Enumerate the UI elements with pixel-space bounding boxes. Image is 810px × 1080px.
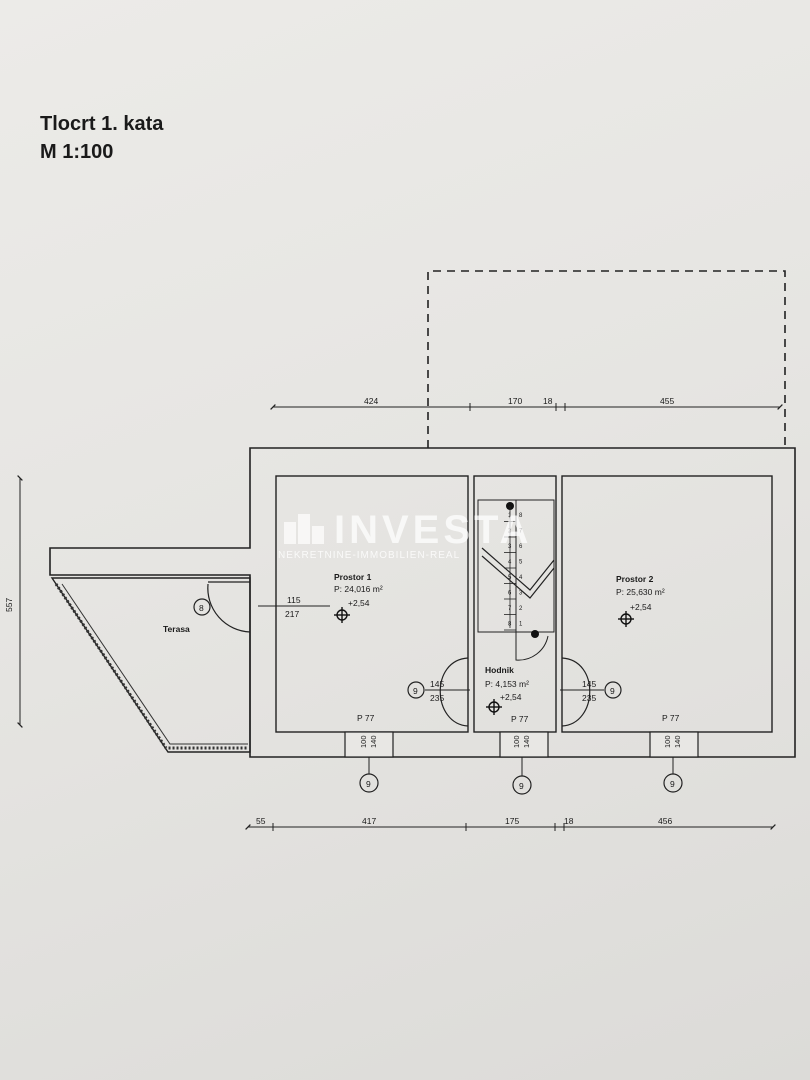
window-2-label: P 77 <box>511 714 529 724</box>
room-level-prostor-2: +2,54 <box>630 602 652 612</box>
door-left-tag: 9 <box>413 686 418 696</box>
outer-wall <box>49 447 796 758</box>
room-area-prostor-1: P: 24,016 m² <box>334 584 383 594</box>
stair-step-number: 7 <box>519 529 523 535</box>
dim-top-3: 18 <box>543 396 553 406</box>
room-name-prostor-1: Prostor 1 <box>334 572 372 582</box>
room-level-hodnik: +2,54 <box>500 692 522 702</box>
watermark-name: INVESTA <box>334 508 533 552</box>
terrace-railing-inner <box>61 583 248 745</box>
tag-circle-door-terasa <box>193 598 211 616</box>
dim-bottom-5: 456 <box>658 816 672 826</box>
dim-top-4: 455 <box>660 396 674 406</box>
level-marker-prostor-1 <box>334 607 350 623</box>
window-2-tag: 9 <box>519 781 524 791</box>
stair-step-number: 6 <box>519 544 523 550</box>
door-left-width: 145 <box>430 679 444 689</box>
room-name-hodnik: Hodnik <box>485 665 514 675</box>
door-right-height: 235 <box>582 693 596 703</box>
room-name-terasa: Terasa <box>163 624 190 634</box>
door-terasa-tag: 8 <box>199 603 204 613</box>
dim-bottom-2: 417 <box>362 816 376 826</box>
window-1-tag: 9 <box>366 779 371 789</box>
level-marker-prostor-2 <box>618 611 634 627</box>
door-terasa-swing <box>207 583 251 633</box>
drawing-title: Tlocrt 1. kata <box>40 113 164 135</box>
terrace-railing <box>54 583 248 750</box>
hodnik-left-door <box>439 657 469 727</box>
room-level-prostor-1: +2,54 <box>348 598 370 608</box>
window-1-label: P 77 <box>357 713 375 723</box>
window-2-width: 100 <box>512 735 521 748</box>
watermark-subtitle: NEKRETNINE-IMMOBILIEN-REAL <box>278 550 461 561</box>
stair-step-number: 2 <box>519 606 523 612</box>
dim-left: 557 <box>4 598 14 612</box>
door-terasa-width: 115 <box>287 595 301 605</box>
window-3-tag: 9 <box>670 779 675 789</box>
door-left-height: 235 <box>430 693 444 703</box>
drawing-scale: M 1:100 <box>40 141 114 163</box>
window-openings <box>344 731 699 758</box>
dim-bottom-1: 55 <box>256 816 266 826</box>
stair-step-number: 8 <box>519 513 523 519</box>
terrace-outline <box>50 577 251 753</box>
door-right-tag: 9 <box>610 686 615 696</box>
door-terasa-height: 217 <box>285 609 299 619</box>
hodnik-right-door <box>561 657 591 727</box>
level-marker-hodnik <box>486 699 502 715</box>
stair-step-number: 5 <box>519 560 523 566</box>
window-2-height: 140 <box>522 735 531 748</box>
window-3-height: 140 <box>673 735 682 748</box>
window-3-width: 100 <box>663 735 672 748</box>
door-right-width: 145 <box>582 679 596 689</box>
dim-bottom-3: 175 <box>505 816 519 826</box>
window-3-label: P 77 <box>662 713 680 723</box>
room-area-prostor-2: P: 25,630 m² <box>616 587 665 597</box>
tag-circle-door-right <box>604 681 622 699</box>
tag-circle-door-left <box>407 681 425 699</box>
watermark-building-icon <box>284 514 324 544</box>
room-name-prostor-2: Prostor 2 <box>616 574 654 584</box>
dim-bottom-4: 18 <box>564 816 574 826</box>
dim-top-1: 424 <box>364 396 378 406</box>
window-1-width: 100 <box>359 735 368 748</box>
room-area-hodnik: P: 4,153 m² <box>485 679 529 689</box>
stair-step-number: 4 <box>519 575 523 581</box>
staircase: 1827364554637281 <box>477 499 555 661</box>
window-1-height: 140 <box>369 735 378 748</box>
stair-step-number: 1 <box>519 622 523 628</box>
dashed-outline <box>427 270 786 448</box>
drawing-title-block: Tlocrt 1. kata M 1:100 <box>40 110 163 166</box>
stair-step-number: 3 <box>519 591 523 597</box>
dim-top-2: 170 <box>508 396 522 406</box>
